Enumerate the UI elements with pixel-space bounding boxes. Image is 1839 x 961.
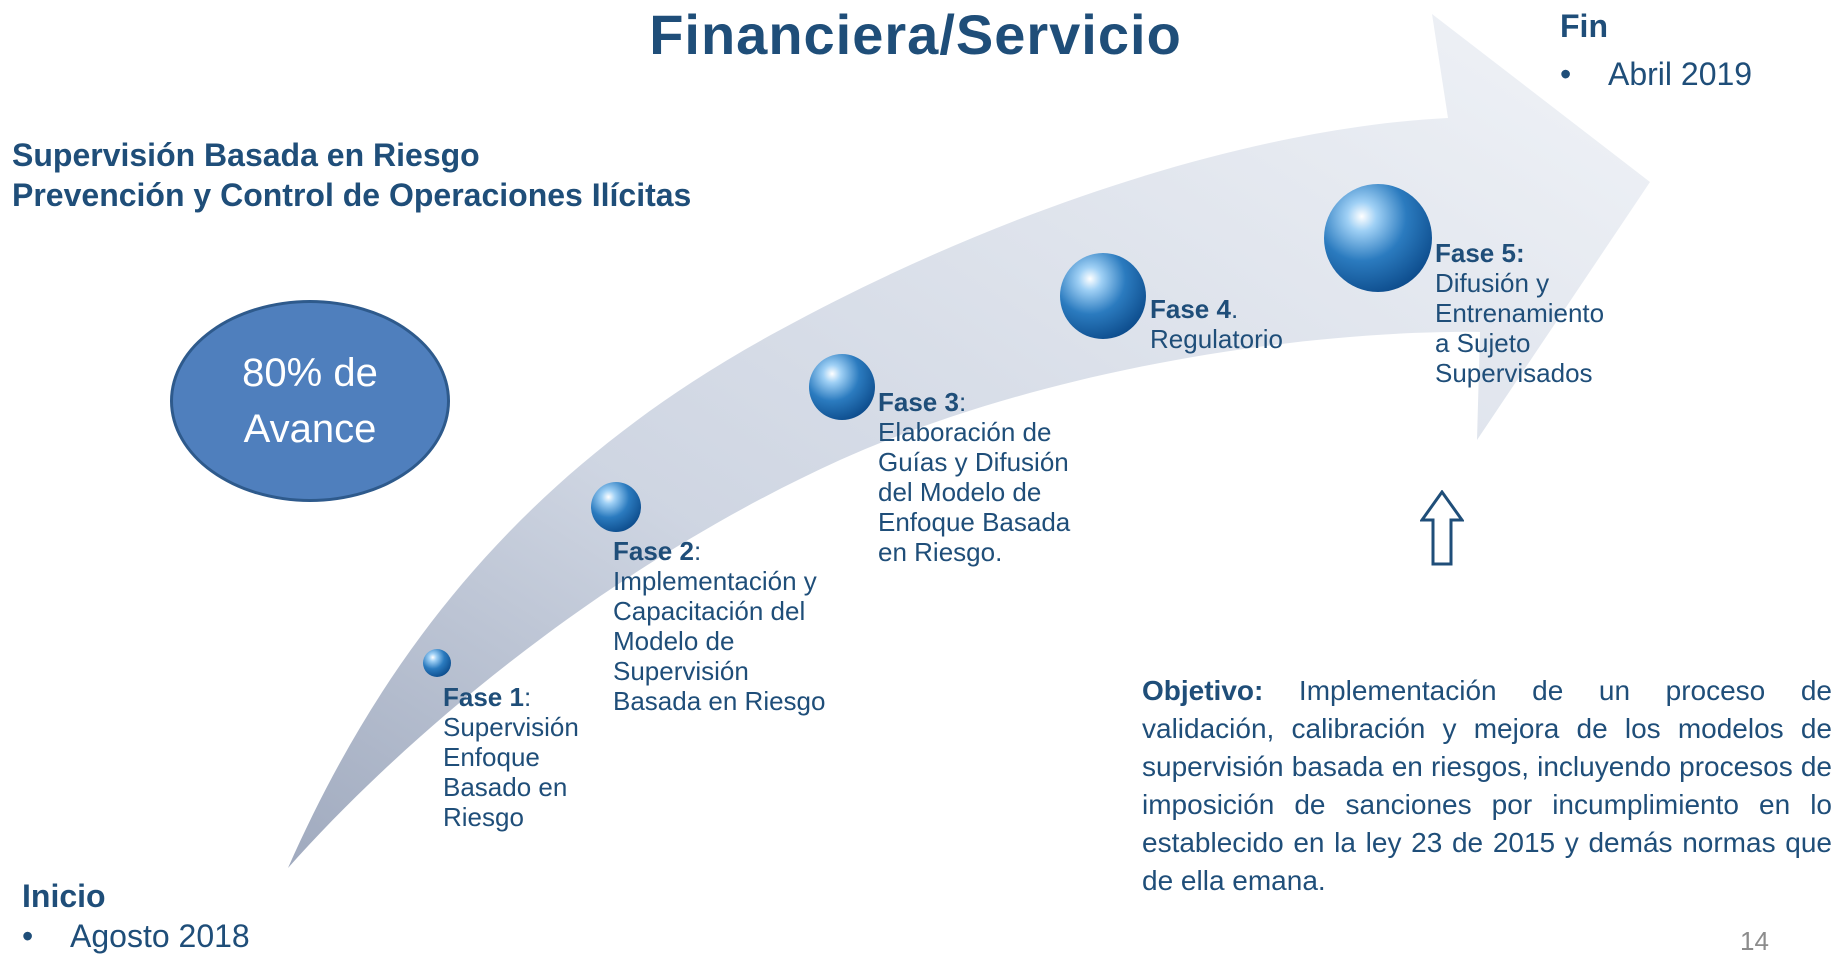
bullet-icon: •	[1560, 56, 1572, 92]
phase-line: Basada en Riesgo	[613, 686, 826, 716]
subtitle-line-2: Prevención y Control de Operaciones Ilíc…	[12, 177, 692, 213]
end-date: • Abril 2019	[1560, 56, 1752, 93]
phase-line: Supervisión	[613, 656, 749, 686]
phase-5: Fase 5: Difusión y Entrenamiento a Sujet…	[1435, 238, 1604, 388]
subtitle-line-1: Supervisión Basada en Riesgo	[12, 137, 480, 173]
phase-title: Fase 4	[1150, 294, 1231, 324]
phase-title: Fase 3	[878, 387, 959, 417]
phase-line: Basado en	[443, 772, 568, 802]
phase-separator: .	[1230, 294, 1239, 324]
objective-paragraph: Objetivo: Implementación de un proceso d…	[1142, 672, 1832, 900]
page-number: 14	[1740, 926, 1769, 956]
start-date-text: Agosto 2018	[70, 918, 250, 954]
phase-title: Fase 2	[613, 536, 694, 566]
phase-2-sphere	[591, 482, 641, 532]
phase-line: Difusión y	[1435, 268, 1550, 298]
page-title: Financiera/Servicio	[649, 3, 1182, 66]
phase-line: Regulatorio	[1150, 324, 1283, 354]
phase-line: Elaboración de	[878, 417, 1052, 447]
phase-title: Fase 1	[443, 682, 524, 712]
phase-title: Fase 5:	[1435, 238, 1525, 268]
phase-line: del Modelo de	[878, 477, 1042, 507]
phase-line: en Riesgo.	[878, 537, 1003, 567]
phase-line: Supervisados	[1435, 358, 1593, 388]
phase-separator: :	[693, 536, 702, 566]
phase-line: a Sujeto	[1435, 328, 1531, 358]
phase-line: Enfoque Basada	[878, 507, 1071, 537]
subtitle: Supervisión Basada en Riesgo Prevención …	[12, 135, 691, 215]
phase-line: Capacitación del	[613, 596, 806, 626]
phase-1-sphere	[423, 649, 451, 677]
phase-line: Guías y Difusión	[878, 447, 1069, 477]
up-arrow-icon	[1420, 490, 1464, 566]
progress-badge: 80% de Avance	[170, 300, 450, 502]
phase-2: Fase 2: Implementación y Capacitación de…	[613, 536, 825, 716]
phase-3-sphere	[809, 354, 875, 420]
phase-4: Fase 4. Regulatorio	[1150, 294, 1283, 354]
curved-arrow-shape	[288, 14, 1650, 868]
phase-line: Riesgo	[443, 802, 524, 832]
progress-line-1: 80% de	[242, 351, 378, 395]
objective-text: Implementación de un proceso de validaci…	[1142, 675, 1832, 896]
phase-separator: :	[958, 387, 967, 417]
bullet-icon: •	[22, 918, 34, 954]
start-date: • Agosto 2018	[22, 918, 250, 955]
phase-separator: :	[523, 682, 532, 712]
end-label: Fin	[1560, 8, 1608, 44]
start-label: Inicio	[22, 878, 106, 914]
objective-label: Objetivo:	[1142, 675, 1264, 706]
phase-line: Modelo de	[613, 626, 735, 656]
phase-line: Entrenamiento	[1435, 298, 1605, 328]
phase-line: Supervisión	[443, 712, 579, 742]
progress-line-2: Avance	[243, 407, 377, 451]
phase-4-sphere	[1060, 253, 1146, 339]
phase-3: Fase 3: Elaboración de Guías y Difusión …	[878, 387, 1070, 567]
end-date-text: Abril 2019	[1608, 56, 1753, 92]
phase-1: Fase 1: Supervisión Enfoque Basado en Ri…	[443, 682, 579, 832]
phase-5-sphere	[1324, 184, 1432, 292]
phase-line: Implementación y	[613, 566, 817, 596]
phase-line: Enfoque	[443, 742, 540, 772]
